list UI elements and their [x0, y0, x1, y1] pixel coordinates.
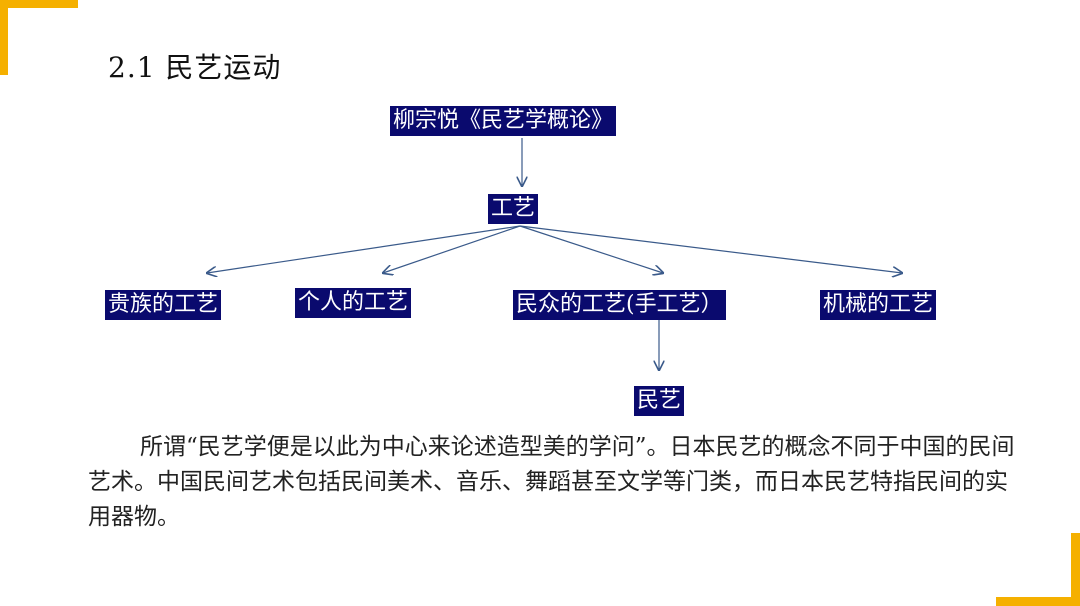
node-machine-craft: 机械的工艺 [820, 290, 937, 320]
node-folk-craft: 民众的工艺(手工艺） [513, 290, 726, 320]
arrow-craft-to-machine [519, 225, 902, 273]
node-mingei: 民艺 [634, 386, 685, 416]
corner-accent-bottom-right-vertical [1071, 533, 1080, 606]
corner-accent-bottom-right-horizontal [996, 597, 1080, 606]
node-craft: 工艺 [488, 194, 539, 224]
node-individual-craft: 个人的工艺 [295, 288, 412, 318]
corner-accent-top-left-horizontal [0, 0, 78, 8]
node-root: 柳宗悦《民艺学概论》 [390, 106, 617, 136]
arrow-craft-to-folk [519, 225, 663, 273]
corner-accent-top-left-vertical [0, 0, 8, 75]
slide-title: 2.1 民艺运动 [108, 51, 282, 84]
body-paragraph: 所谓“民艺学便是以此为中心来论述造型美的学问”。日本民艺的概念不同于中国的民间艺… [88, 434, 1015, 530]
arrow-craft-to-individual [383, 225, 521, 273]
node-aristocratic-craft: 贵族的工艺 [105, 290, 222, 320]
arrow-craft-to-aristocratic [207, 225, 521, 273]
